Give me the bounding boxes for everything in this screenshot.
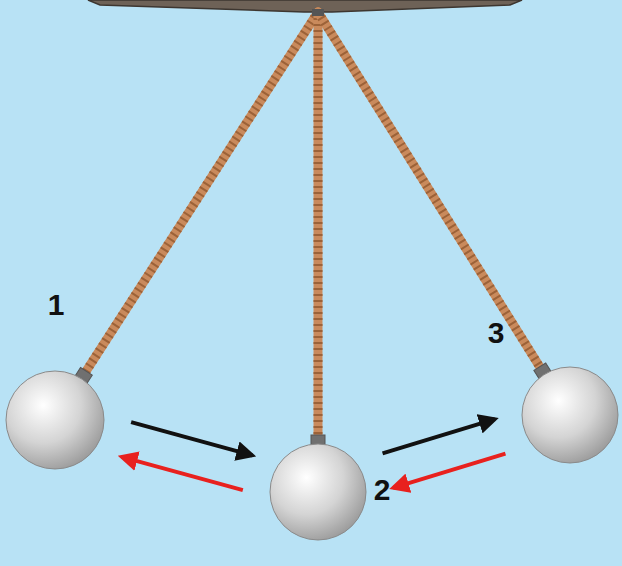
pivot: [312, 9, 324, 16]
rope: [318, 12, 543, 372]
ball-body: [522, 367, 618, 463]
motion-arrow: [393, 454, 505, 488]
ball-body: [270, 444, 366, 540]
rope-texture: [83, 12, 318, 376]
motion-arrow: [131, 422, 252, 455]
rope-texture: [314, 12, 323, 442]
motion-arrow: [383, 419, 495, 453]
ball-shape: [269, 443, 367, 541]
ball-shape: [5, 370, 105, 470]
pendulum-ball: 3: [521, 366, 619, 464]
rope: [83, 12, 318, 376]
rope: [314, 12, 323, 442]
rope-texture: [318, 12, 543, 372]
pendulum-ball: 2: [269, 443, 367, 541]
ball-body: [6, 371, 104, 469]
pendulum-ball: 1: [5, 370, 105, 470]
motion-arrow: [122, 457, 243, 490]
position-number: 2: [369, 473, 395, 507]
ropes: [83, 12, 543, 442]
position-number: 3: [483, 316, 509, 350]
ball-shape: [521, 366, 619, 464]
position-number: 1: [43, 288, 69, 322]
ceiling-bar: [88, 0, 522, 12]
